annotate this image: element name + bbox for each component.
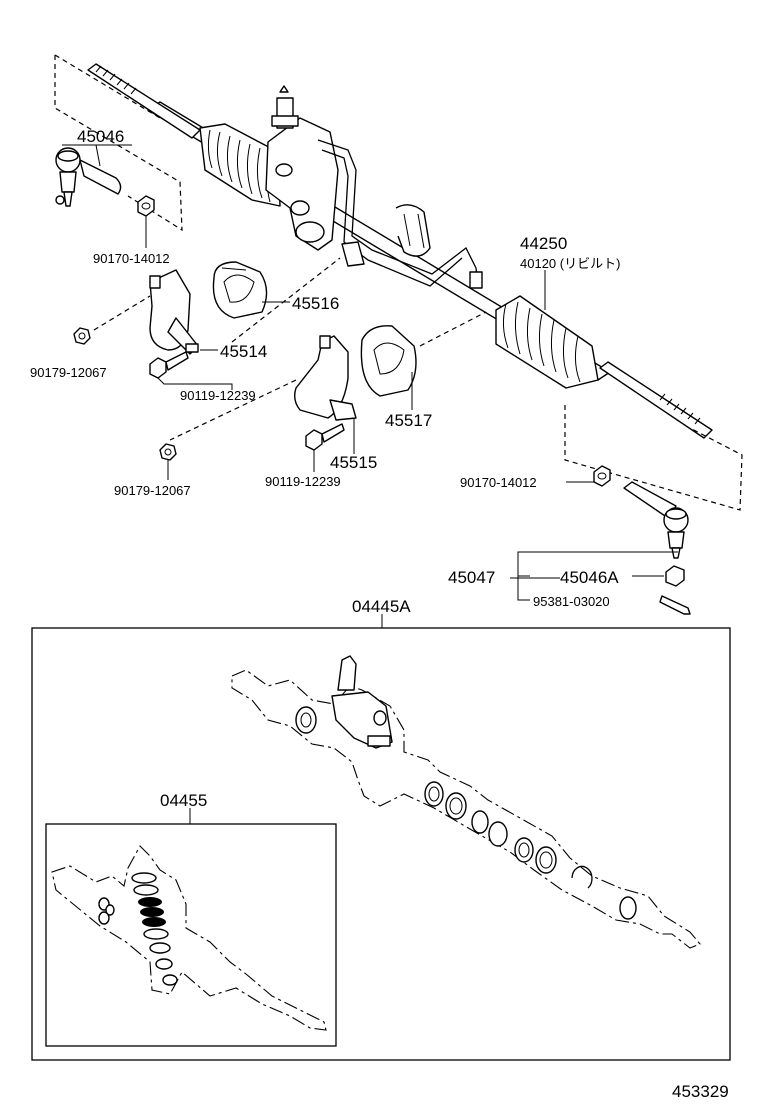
label-nut-left: 90170-14012 <box>93 251 170 266</box>
left-bellows-boot-icon <box>199 123 281 207</box>
label-gear-assembly-rebuilt: 40120 (リビルト) <box>520 256 620 271</box>
label-grommet-left: 45516 <box>292 294 339 313</box>
label-tie-rod-end-sub: 45046A <box>560 568 619 587</box>
pinion-valve-housing-icon <box>265 85 483 289</box>
label-bracket-left: 45514 <box>220 342 267 361</box>
label-tie-rod-end-left: 45046 <box>77 127 124 146</box>
hex-nut-right-icon <box>593 465 611 487</box>
oil-seal-stack-icon <box>131 872 178 986</box>
label-grommet-right: 45517 <box>385 411 432 430</box>
rack-outline-gasket-kit-icon <box>231 655 701 949</box>
label-bracket-right: 45515 <box>330 453 377 472</box>
castle-nut-icon <box>665 565 685 587</box>
label-nut-right: 90170-14012 <box>460 475 537 490</box>
label-bolt-upper: 90119-12239 <box>180 388 256 403</box>
flange-bolt-lower-icon <box>305 423 345 451</box>
valve-outline-seal-kit-icon <box>51 845 327 1031</box>
left-tie-rod-end-icon <box>55 147 122 207</box>
label-nut-bracket-upper: 90179-12067 <box>30 365 107 380</box>
bracket-right-icon <box>293 335 357 421</box>
label-cotter-pin: 95381-03020 <box>533 594 610 609</box>
hex-nut-bracket-lower-icon <box>159 443 177 461</box>
label-gasket-kit: 04445A <box>352 597 411 616</box>
bracket-left-icon <box>149 269 199 355</box>
right-tie-rod-end-icon <box>623 481 689 559</box>
cotter-pin-icon <box>659 595 691 615</box>
grommet-left-icon <box>212 261 268 319</box>
grommet-right-icon <box>360 325 417 397</box>
label-bolt-lower: 90119-12239 <box>265 474 341 489</box>
gasket-kit-frame <box>31 627 731 1061</box>
hex-nut-left-icon <box>137 195 155 217</box>
label-diagram-number: 453329 <box>672 1082 729 1101</box>
flange-bolt-upper-icon <box>149 351 189 379</box>
label-nut-bracket-lower: 90179-12067 <box>114 483 191 498</box>
label-tie-rod-end-right: 45047 <box>448 568 495 587</box>
label-gear-assembly: 44250 <box>520 234 567 253</box>
label-seal-kit: 04455 <box>160 791 207 810</box>
right-bellows-boot-icon <box>495 295 599 389</box>
seal-kit-frame <box>45 823 337 1047</box>
o-ring-set-icon <box>424 781 593 889</box>
hex-nut-bracket-upper-icon <box>73 327 91 345</box>
